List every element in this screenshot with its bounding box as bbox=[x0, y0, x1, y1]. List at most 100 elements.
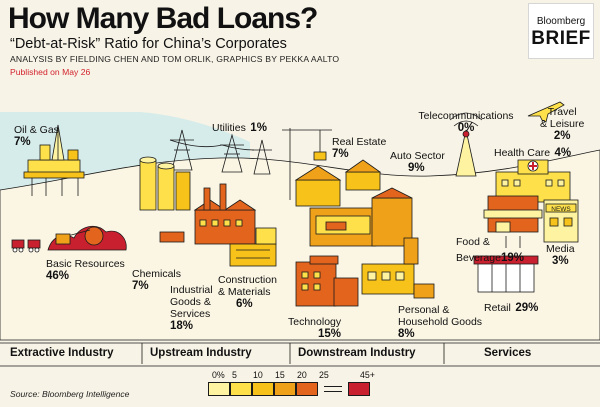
legend-break-mark bbox=[324, 386, 342, 392]
sector-name: Real Estate bbox=[332, 136, 387, 148]
sector-name-line: & Leisure bbox=[540, 118, 585, 130]
legend-label: 5 bbox=[232, 370, 237, 380]
chemical-plant-icon bbox=[139, 156, 191, 211]
label-telecom: Telecommunications 0% bbox=[416, 110, 516, 135]
sector-value: 29% bbox=[515, 302, 539, 314]
sector-name-line: Travel bbox=[547, 106, 577, 118]
real-estate-icon bbox=[282, 128, 382, 207]
sector-name-line: Beverage bbox=[456, 252, 501, 264]
sector-value: 0% bbox=[457, 122, 475, 134]
newsstand-icon: NEWS bbox=[543, 199, 579, 243]
sector-value: 7% bbox=[332, 148, 349, 160]
logo-line2: BRIEF bbox=[531, 28, 591, 49]
sector-value: 4% bbox=[554, 147, 572, 159]
sector-value: 7% bbox=[14, 136, 31, 148]
telecom-tower-icon bbox=[449, 112, 483, 177]
legend-label: 20 bbox=[297, 370, 307, 380]
sector-name: Auto Sector bbox=[390, 150, 445, 162]
category-downstream: Downstream Industry bbox=[298, 347, 416, 359]
sector-name: Media bbox=[546, 243, 575, 255]
label-real-estate: Real Estate 7% bbox=[332, 136, 386, 161]
sector-name: Chemicals bbox=[132, 268, 182, 280]
sector-name-line: Industrial bbox=[170, 284, 213, 296]
label-retail: Retail 29% bbox=[484, 298, 538, 316]
news-sign: NEWS bbox=[551, 206, 571, 213]
household-goods-icon bbox=[361, 237, 435, 299]
sector-name-line: Goods & bbox=[170, 296, 211, 308]
sector-name: Oil & Gas bbox=[14, 124, 59, 136]
mining-icon bbox=[11, 225, 127, 253]
label-industrial-goods: Industrial Goods & Services 18% bbox=[170, 284, 213, 333]
sector-value: 15% bbox=[318, 328, 342, 340]
sector-value: 1% bbox=[250, 122, 267, 134]
label-health-care: Health Care 4% bbox=[494, 143, 571, 161]
label-food-beverage: Food & Beverage19% bbox=[456, 236, 524, 266]
sector-name-line: Food & bbox=[456, 236, 490, 248]
sector-value: 2% bbox=[553, 130, 571, 142]
sector-name-line: Household Goods bbox=[398, 316, 483, 328]
page-subtitle: “Debt-at-Risk” Ratio for China’s Corpora… bbox=[10, 36, 287, 52]
airplane-icon bbox=[527, 101, 565, 123]
sector-name: Retail bbox=[484, 302, 511, 314]
source-note: Source: Bloomberg Intelligence bbox=[10, 389, 130, 399]
sector-value: 18% bbox=[170, 320, 194, 332]
label-technology: Technology 15% bbox=[288, 316, 341, 341]
sector-name-line: Construction bbox=[218, 274, 277, 286]
category-upstream: Upstream Industry bbox=[150, 347, 252, 359]
label-basic-resources: Basic Resources 46% bbox=[46, 258, 125, 283]
legend-label: 10 bbox=[253, 370, 263, 380]
legend-label: 25 bbox=[319, 370, 329, 380]
sector-name: Health Care bbox=[494, 147, 551, 159]
color-legend: 0% 5 10 15 20 25 45+ bbox=[208, 370, 388, 406]
sector-name-line: Services bbox=[170, 308, 211, 320]
legend-label: 45+ bbox=[360, 370, 375, 380]
power-pylon-icon bbox=[169, 129, 272, 175]
oil-rig-icon bbox=[23, 124, 85, 196]
legend-swatch bbox=[208, 382, 230, 396]
auto-factory-icon bbox=[309, 187, 413, 247]
sector-name: Utilities bbox=[212, 122, 246, 134]
sector-name-line: & Materials bbox=[218, 286, 271, 298]
sector-name: Basic Resources bbox=[46, 258, 125, 270]
legend-swatch bbox=[252, 382, 274, 396]
legend-swatch bbox=[230, 382, 252, 396]
sector-value: 19% bbox=[500, 252, 524, 264]
legend-swatch bbox=[296, 382, 318, 396]
label-personal-household: Personal & Household Goods 8% bbox=[398, 304, 482, 341]
restaurant-icon bbox=[483, 195, 543, 248]
label-chemicals: Chemicals 7% bbox=[132, 268, 181, 293]
sector-name: Telecommunications bbox=[418, 110, 514, 122]
bloomberg-brief-logo: Bloomberg BRIEF bbox=[528, 3, 594, 59]
sector-value: 8% bbox=[398, 328, 415, 340]
sector-value: 6% bbox=[236, 298, 253, 310]
label-travel-leisure: Travel & Leisure 2% bbox=[540, 106, 584, 143]
label-auto-sector: Auto Sector 9% bbox=[390, 150, 445, 175]
sector-value: 46% bbox=[46, 270, 70, 282]
legend-label: 15 bbox=[275, 370, 285, 380]
sector-value: 3% bbox=[552, 255, 569, 267]
legend-swatch bbox=[274, 382, 296, 396]
category-extractive: Extractive Industry bbox=[10, 347, 114, 359]
label-media: Media 3% bbox=[546, 243, 575, 268]
legend-swatches bbox=[208, 382, 388, 398]
label-utilities: Utilities 1% bbox=[212, 118, 267, 136]
byline: ANALYSIS BY FIELDING CHEN AND TOM ORLIK,… bbox=[10, 54, 340, 64]
label-construction: Construction & Materials 6% bbox=[218, 274, 277, 311]
factory-icon bbox=[159, 183, 257, 245]
sector-value: 7% bbox=[132, 280, 149, 292]
logo-line1: Bloomberg bbox=[536, 16, 586, 27]
legend-label: 0% bbox=[212, 370, 225, 380]
page-title: How Many Bad Loans? bbox=[8, 2, 318, 35]
category-services: Services bbox=[484, 347, 532, 359]
retail-store-icon bbox=[473, 255, 539, 293]
sector-name: Technology bbox=[288, 316, 342, 328]
technology-building-icon bbox=[295, 255, 359, 307]
label-oil-gas: Oil & Gas 7% bbox=[14, 124, 59, 149]
sector-name-line: Personal & bbox=[398, 304, 450, 316]
sector-value: 9% bbox=[408, 162, 425, 174]
legend-swatch bbox=[348, 382, 370, 396]
construction-icon bbox=[229, 227, 277, 267]
published-date: Published on May 26 bbox=[10, 67, 91, 77]
